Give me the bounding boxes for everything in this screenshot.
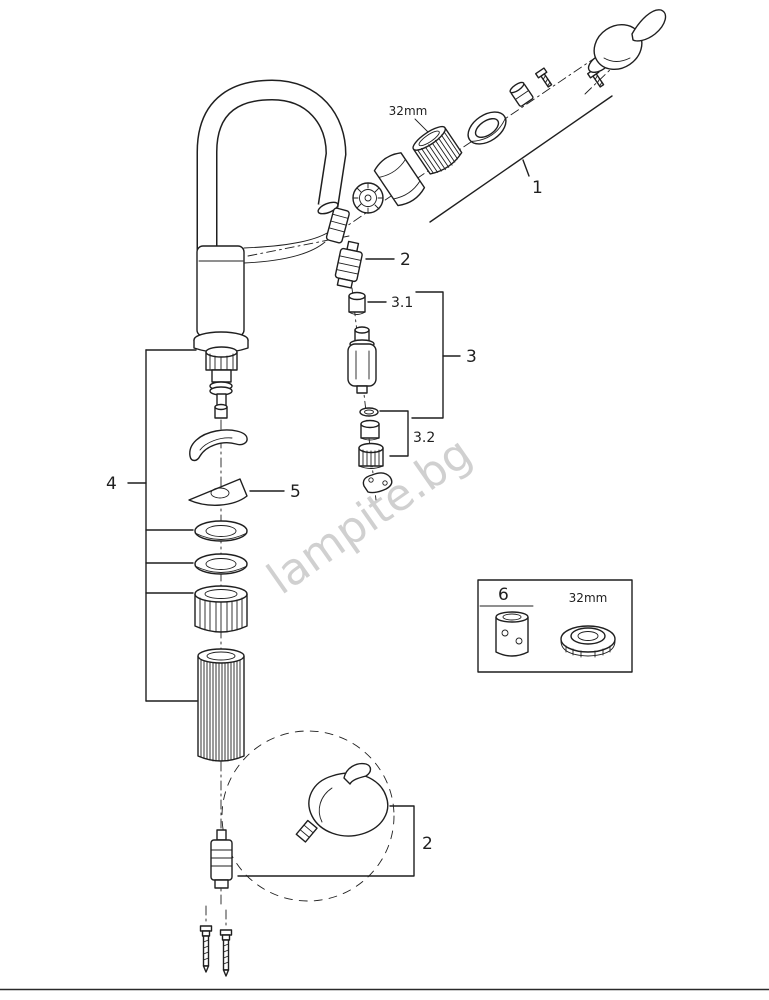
check-valve	[347, 326, 377, 394]
hose-coupling-top	[334, 240, 363, 289]
part-3-1	[348, 291, 366, 315]
callout-2-top-label: 2	[400, 250, 411, 270]
spray-grip-cylinder	[373, 152, 426, 207]
callout-3-1-label: 3.1	[391, 295, 413, 311]
callout-3-label: 3	[466, 347, 477, 367]
screw-bottom-right	[219, 929, 233, 977]
size-box-label: 32mm	[569, 591, 608, 605]
washer-upper	[194, 520, 248, 542]
retaining-clip	[362, 472, 393, 494]
spare-part-box: 6 32mm	[477, 579, 633, 673]
callout-1-label: 1	[532, 178, 543, 198]
callout-4-bracket: 4	[106, 349, 198, 702]
faucet-body	[196, 229, 350, 337]
hose-end-segment	[325, 207, 350, 244]
threaded-ring-32mm	[412, 125, 463, 175]
lever-handle-top	[587, 9, 667, 74]
spray-gear-connector	[352, 182, 384, 214]
wedge-part-5	[188, 478, 248, 506]
hose-loop	[221, 730, 395, 902]
faucet-spout	[196, 79, 347, 266]
callout-6-label: 6	[498, 585, 509, 605]
screw-small-1	[535, 67, 553, 88]
callout-2-bottom-bracket: 2	[237, 805, 433, 877]
callout-5: 5	[249, 482, 301, 502]
hose-coupling-bottom	[210, 829, 233, 889]
callout-3-bracket: 3	[411, 291, 477, 419]
size-label-top: 32mm	[389, 104, 429, 133]
mounting-nut	[194, 585, 248, 633]
spray-head-bottom	[295, 762, 389, 843]
callout-3-2-label: 3.2	[413, 430, 435, 446]
ring-part-box	[560, 625, 616, 658]
callout-1-bracket: 1	[429, 95, 613, 223]
callout-3-1: 3.1	[367, 295, 413, 311]
screw-bottom-left	[199, 925, 213, 973]
size-top-label: 32mm	[389, 104, 428, 118]
callout-3-2-bracket: 3.2	[379, 410, 435, 457]
lever-handle-left	[189, 429, 248, 462]
washer-lower	[194, 553, 248, 575]
callout-2-top: 2	[365, 250, 411, 270]
callout-2-bottom-label: 2	[422, 834, 433, 854]
callout-5-label: 5	[290, 482, 301, 502]
part-3-2-group	[358, 407, 384, 469]
adapter-small	[509, 81, 534, 107]
faucet-base-stack	[193, 331, 249, 419]
sleeve-part	[495, 611, 529, 657]
o-ring-top	[467, 111, 507, 145]
threaded-shank	[197, 648, 245, 762]
callout-4-label: 4	[106, 474, 117, 494]
